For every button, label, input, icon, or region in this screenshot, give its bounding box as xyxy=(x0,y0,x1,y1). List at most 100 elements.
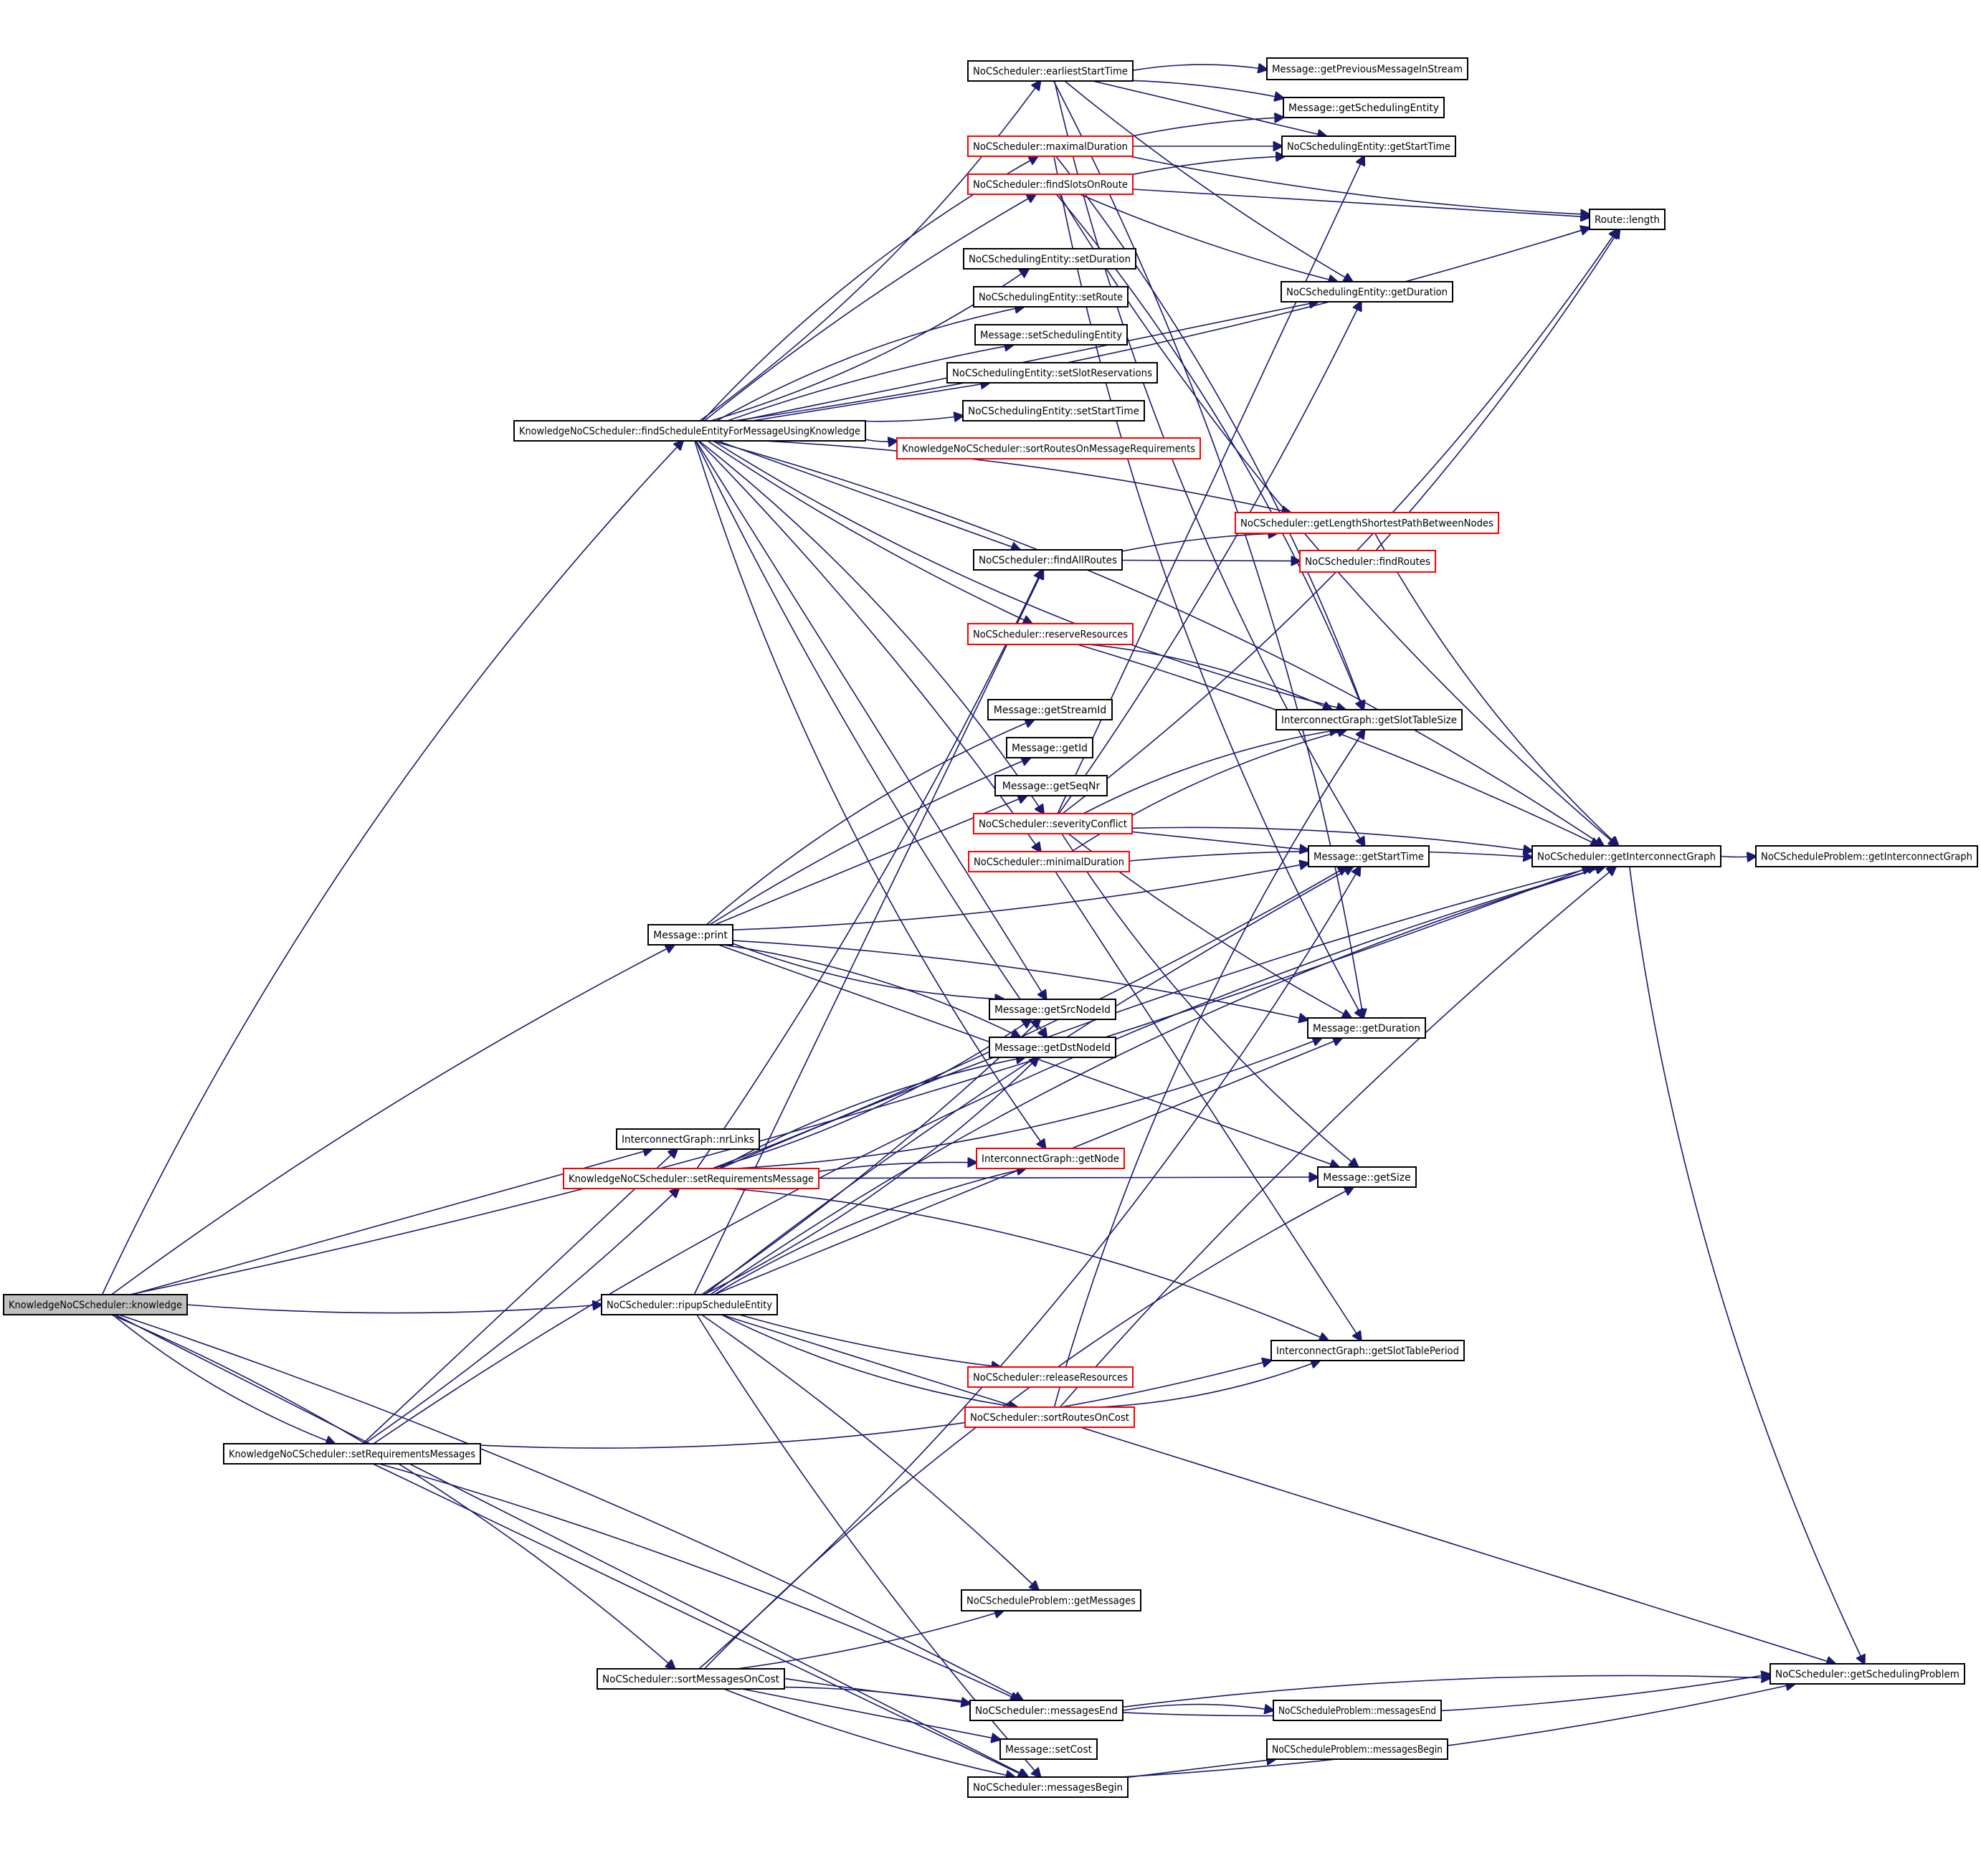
node-box[interactable] xyxy=(1589,209,1666,230)
node-ripup-schedule-entity[interactable]: NoCScheduler::ripupScheduleEntity xyxy=(601,1294,778,1315)
node-box[interactable] xyxy=(967,173,1134,195)
node-find-schedule-entity[interactable]: KnowledgeNoCScheduler::findScheduleEntit… xyxy=(513,420,866,442)
node-sort-routes-on-msg-req[interactable]: KnowledgeNoCScheduler::sortRoutesOnMessa… xyxy=(896,437,1201,460)
node-sort-routes-on-cost[interactable]: NoCScheduler::sortRoutesOnCost xyxy=(964,1406,1135,1428)
node-get-interconnect-graph[interactable]: NoCScheduler::getInterconnectGraph xyxy=(1531,845,1721,867)
node-box[interactable] xyxy=(1266,57,1468,80)
node-box[interactable] xyxy=(989,1037,1116,1058)
node-reserve-resources[interactable]: NoCScheduler::reserveResources xyxy=(967,623,1134,645)
node-msg-get-scheduling-entity[interactable]: Message::getSchedulingEntity xyxy=(1283,97,1445,118)
node-msg-print[interactable]: Message::print xyxy=(647,924,733,946)
node-box[interactable] xyxy=(1317,1166,1417,1188)
node-get-id[interactable]: Message::getId xyxy=(1006,737,1093,758)
node-nsp-messages-end[interactable]: NoCScheduleProblem::messagesEnd xyxy=(1273,1700,1442,1721)
node-set-requirements-message[interactable]: KnowledgeNoCScheduler::setRequirementsMe… xyxy=(563,1168,820,1189)
node-nse-set-slot-reservations[interactable]: NoCSchedulingEntity::setSlotReservations xyxy=(946,362,1158,384)
node-box[interactable] xyxy=(967,623,1134,645)
node-set-requirements-messages[interactable]: KnowledgeNoCScheduler::setRequirementsMe… xyxy=(223,1443,481,1465)
node-box[interactable] xyxy=(1235,512,1499,534)
node-box[interactable] xyxy=(1266,1738,1448,1760)
node-box[interactable] xyxy=(513,420,866,442)
node-box[interactable] xyxy=(1755,845,1978,867)
node-box[interactable] xyxy=(616,1128,760,1150)
node-find-slots-on-route[interactable]: NoCScheduler::findSlotsOnRoute xyxy=(967,173,1134,195)
node-box[interactable] xyxy=(1281,281,1453,303)
node-box[interactable] xyxy=(647,924,733,946)
node-get-seq-nr[interactable]: Message::getSeqNr xyxy=(994,775,1108,796)
node-get-length-shortest-path[interactable]: NoCScheduler::getLengthShortestPathBetwe… xyxy=(1235,512,1499,534)
node-box[interactable] xyxy=(967,1776,1129,1798)
node-box[interactable] xyxy=(601,1294,778,1315)
node-box[interactable] xyxy=(987,699,1113,720)
node-release-resources[interactable]: NoCScheduler::releaseResources xyxy=(967,1366,1134,1388)
node-msg-get-duration[interactable]: Message::getDuration xyxy=(1307,1017,1426,1039)
node-find-all-routes[interactable]: NoCScheduler::findAllRoutes xyxy=(973,549,1123,571)
node-nsp-get-messages[interactable]: NoCScheduleProblem::getMessages xyxy=(961,1589,1141,1611)
node-get-scheduling-problem[interactable]: NoCScheduler::getSchedulingProblem xyxy=(1769,1663,1965,1685)
node-box[interactable] xyxy=(989,999,1116,1020)
node-box[interactable] xyxy=(967,135,1134,157)
node-box[interactable] xyxy=(1299,550,1436,573)
node-box[interactable] xyxy=(1769,1663,1965,1685)
node-nse-set-start-time[interactable]: NoCSchedulingEntity::setStartTime xyxy=(962,400,1145,422)
node-box[interactable] xyxy=(973,813,1133,834)
node-maximal-duration[interactable]: NoCScheduler::maximalDuration xyxy=(967,135,1134,157)
node-messages-end[interactable]: NoCScheduler::messagesEnd xyxy=(969,1700,1123,1721)
node-nsp-messages-begin[interactable]: NoCScheduleProblem::messagesBegin xyxy=(1266,1738,1448,1760)
node-find-routes[interactable]: NoCScheduler::findRoutes xyxy=(1299,550,1436,573)
node-box[interactable] xyxy=(967,60,1134,82)
node-nr-links[interactable]: InterconnectGraph::nrLinks xyxy=(616,1128,760,1150)
node-get-slot-table-period[interactable]: InterconnectGraph::getSlotTablePeriod xyxy=(1270,1340,1465,1361)
node-box[interactable] xyxy=(1283,97,1445,118)
node-get-node[interactable]: InterconnectGraph::getNode xyxy=(976,1148,1125,1169)
node-box[interactable] xyxy=(1006,737,1093,758)
node-earliest-start-time[interactable]: NoCScheduler::earliestStartTime xyxy=(967,60,1134,82)
node-nse-set-duration[interactable]: NoCSchedulingEntity::setDuration xyxy=(963,248,1136,270)
node-box[interactable] xyxy=(973,549,1123,571)
node-box[interactable] xyxy=(597,1668,785,1690)
node-box[interactable] xyxy=(3,1294,188,1315)
node-box[interactable] xyxy=(963,248,1136,270)
node-box[interactable] xyxy=(968,851,1130,872)
node-msg-set-scheduling-entity[interactable]: Message::setSchedulingEntity xyxy=(974,324,1128,346)
node-box[interactable] xyxy=(999,1738,1098,1760)
node-box[interactable] xyxy=(961,1589,1141,1611)
node-box[interactable] xyxy=(967,1366,1134,1388)
node-messages-begin[interactable]: NoCScheduler::messagesBegin xyxy=(967,1776,1129,1798)
node-box[interactable] xyxy=(994,775,1108,796)
node-box[interactable] xyxy=(1270,1340,1465,1361)
node-get-previous-message-in-stream[interactable]: Message::getPreviousMessageInStream xyxy=(1266,57,1468,80)
node-knowledge[interactable]: KnowledgeNoCScheduler::knowledge xyxy=(3,1294,188,1315)
node-box[interactable] xyxy=(1308,845,1430,867)
node-box[interactable] xyxy=(974,324,1128,346)
node-nsp-get-interconnect-graph[interactable]: NoCScheduleProblem::getInterconnectGraph xyxy=(1755,845,1978,867)
node-nse-get-duration[interactable]: NoCSchedulingEntity::getDuration xyxy=(1281,281,1453,303)
node-get-slot-table-size[interactable]: InterconnectGraph::getSlotTableSize xyxy=(1275,709,1463,730)
node-box[interactable] xyxy=(969,1700,1123,1721)
node-sort-messages-on-cost[interactable]: NoCScheduler::sortMessagesOnCost xyxy=(597,1668,785,1690)
node-severity-conflict[interactable]: NoCScheduler::severityConflict xyxy=(973,813,1133,834)
node-box[interactable] xyxy=(973,286,1129,308)
node-box[interactable] xyxy=(976,1148,1125,1169)
node-msg-get-start-time[interactable]: Message::getStartTime xyxy=(1308,845,1430,867)
node-box[interactable] xyxy=(1281,135,1456,157)
node-route-length[interactable]: Route::length xyxy=(1589,209,1666,230)
node-get-size[interactable]: Message::getSize xyxy=(1317,1166,1417,1188)
node-box[interactable] xyxy=(563,1168,820,1189)
node-nse-set-route[interactable]: NoCSchedulingEntity::setRoute xyxy=(973,286,1129,308)
node-box[interactable] xyxy=(1531,845,1721,867)
node-get-src-node-id[interactable]: Message::getSrcNodeId xyxy=(989,999,1116,1020)
node-box[interactable] xyxy=(1307,1017,1426,1039)
node-minimal-duration[interactable]: NoCScheduler::minimalDuration xyxy=(968,851,1130,872)
node-box[interactable] xyxy=(1273,1700,1442,1721)
node-get-stream-id[interactable]: Message::getStreamId xyxy=(987,699,1113,720)
node-box[interactable] xyxy=(946,362,1158,384)
node-box[interactable] xyxy=(223,1443,481,1465)
node-get-dst-node-id[interactable]: Message::getDstNodeId xyxy=(989,1037,1116,1058)
node-set-cost[interactable]: Message::setCost xyxy=(999,1738,1098,1760)
node-box[interactable] xyxy=(964,1406,1135,1428)
node-nse-get-start-time[interactable]: NoCSchedulingEntity::getStartTime xyxy=(1281,135,1456,157)
node-box[interactable] xyxy=(962,400,1145,422)
node-box[interactable] xyxy=(896,437,1201,460)
node-box[interactable] xyxy=(1275,709,1463,730)
